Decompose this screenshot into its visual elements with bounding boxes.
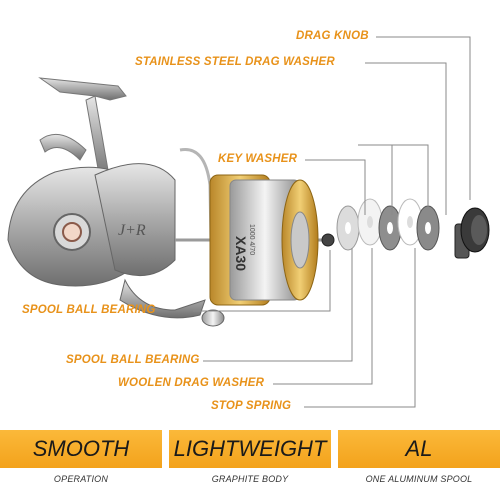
reel-body: J+R [7,163,225,327]
feature-aluminum-spool: AL ONE ALUMINUM SPOOL [338,430,500,500]
svg-text:J+R: J+R [118,222,146,239]
callout-drag-knob: DRAG KNOB [296,30,369,42]
callout-stainless-steel-drag-washer: STAINLESS STEEL DRAG WASHER [135,56,335,68]
leader-lines [193,36,471,408]
feature-subtitle: ONE ALUMINUM SPOOL [365,474,473,484]
feature-subtitle: GRAPHITE BODY [211,474,289,484]
callout-key-washer: KEY WASHER [218,153,298,165]
feature-banner: SMOOTH OPERATION LIGHTWEIGHT GRAPHITE BO… [0,430,500,500]
drag-knob-part [454,207,490,259]
feature-title: LIGHTWEIGHT [169,430,331,468]
callout-woolen-drag-washer: WOOLEN DRAG WASHER [118,377,265,389]
feature-subtitle: OPERATION [53,474,109,484]
bail-wire [179,147,214,301]
washer-stack [336,198,440,251]
spool-size-text: 1000 4/70 [248,224,255,255]
spool-ball-bearing-part [321,233,335,247]
spool: XA30 1000 4/70 [209,174,319,306]
callout-stop-spring: STOP SPRING [211,400,292,412]
reel-handle [38,77,127,182]
feature-title: AL [338,430,500,468]
feature-lightweight: LIGHTWEIGHT GRAPHITE BODY [169,430,331,500]
spool-model-text: XA30 [233,236,249,271]
feature-smooth: SMOOTH OPERATION [0,430,162,500]
callout-spool-ball-bearing-2: SPOOL BALL BEARING [66,354,200,366]
callout-spool-ball-bearing-1: SPOOL BALL BEARING [22,304,156,316]
reel-exploded-diagram: J+R XA30 1000 4/70 [7,36,490,408]
feature-title: SMOOTH [0,430,162,468]
